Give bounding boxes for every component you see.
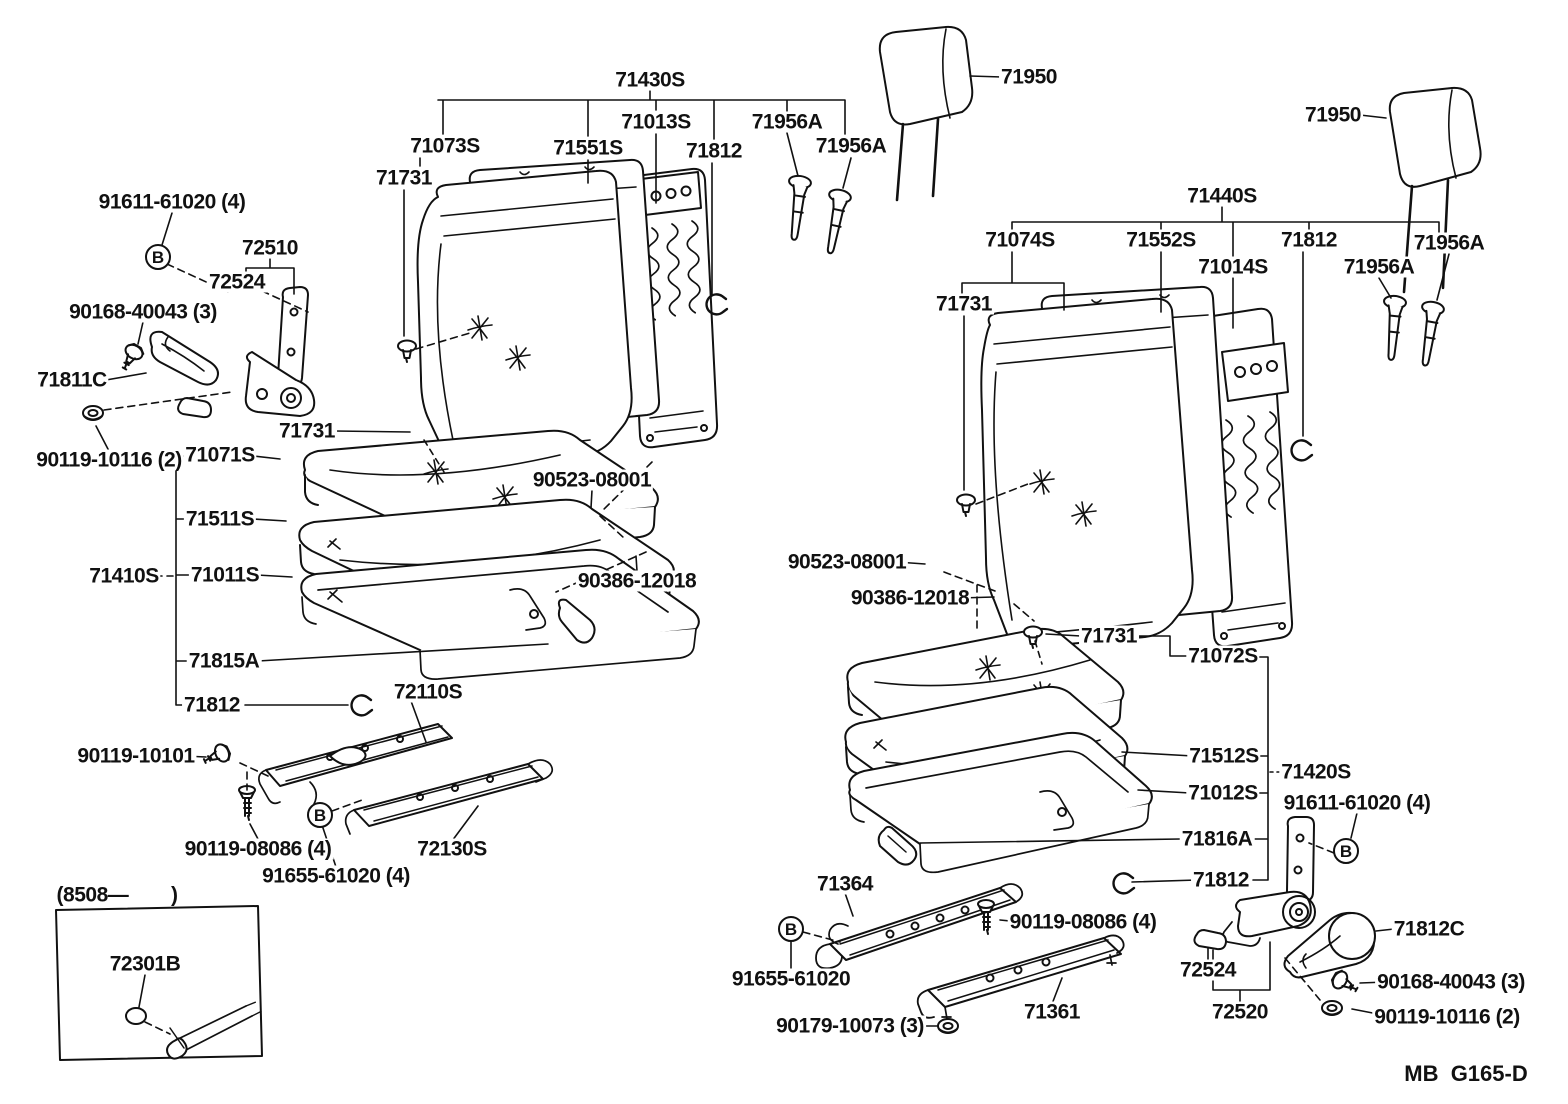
note-box-8508	[56, 906, 262, 1060]
bolt-90119-10101-left	[199, 740, 234, 771]
bolt-90168-right	[1328, 967, 1362, 999]
callout-left-71956a-upper: 71956A	[749, 110, 825, 134]
rail-lower-72130s-left	[346, 760, 553, 834]
callout-left-90119-08086: 90119-08086 (4)	[182, 837, 334, 861]
callout-left-91611: 91611-61020 (4)	[96, 190, 248, 214]
callout-left-72510: 72510	[240, 236, 300, 260]
figure-code: MB G165-D	[1402, 1061, 1530, 1086]
circled-b-icon: B	[1340, 842, 1352, 861]
callout-left-90119-10101: 90119-10101	[75, 744, 197, 768]
recliner-right	[1194, 817, 1315, 949]
callout-left-71011s: 71011S	[188, 563, 262, 587]
callout-right-71072s: 71072S	[1186, 644, 1260, 668]
recliner-left	[178, 287, 314, 417]
screw-90119-08086-right	[977, 899, 995, 935]
callout-left-71073s: 71073S	[408, 134, 482, 158]
circled-b-icon: B	[785, 920, 797, 939]
callout-right-71012s: 71012S	[1186, 781, 1260, 805]
headrest-guide-right-pair	[1376, 293, 1446, 369]
callout-left-72524: 72524	[207, 270, 267, 294]
bolt-90168-left	[115, 340, 147, 374]
headrest-guide-left-pair	[780, 173, 854, 257]
callout-right-71731-back: 71731	[934, 292, 994, 316]
shield-71816a-right	[879, 827, 917, 865]
callout-72301b: 72301B	[107, 952, 183, 976]
callout-right-71014s: 71014S	[1196, 255, 1270, 279]
callout-right-71950: 71950	[1303, 103, 1363, 127]
nut-90179-right	[937, 1018, 959, 1034]
callout-right-71552s: 71552S	[1124, 228, 1198, 252]
callout-left-71812-clip: 71812	[182, 693, 242, 717]
screw-90119-10116-right	[1321, 1000, 1343, 1016]
callout-left-90119-10116: 90119-10116 (2)	[34, 448, 184, 472]
callout-right-90119-08086: 90119-08086 (4)	[1007, 910, 1159, 934]
shield-71815a-left	[559, 600, 595, 643]
seatback-cushion-left	[418, 171, 632, 466]
callout-right-90523: 90523-08001	[785, 550, 909, 574]
callout-right-71812-clip: 71812	[1191, 868, 1251, 892]
callout-left-71430s: 71430S	[613, 68, 687, 92]
callout-left-71811c: 71811C	[35, 368, 109, 392]
nut-90119-10116-left	[82, 405, 104, 421]
callout-right-71361: 71361	[1022, 1000, 1082, 1024]
callout-left-71551s: 71551S	[551, 136, 625, 160]
circled-b-icon: B	[152, 248, 164, 267]
callout-right-90386: 90386-12018	[848, 586, 972, 610]
callout-right-71074s: 71074S	[983, 228, 1057, 252]
callout-left-71812-top: 71812	[684, 139, 744, 163]
callout-right-72524: 72524	[1178, 958, 1238, 982]
callout-left-71815a: 71815A	[186, 649, 262, 673]
seatback-cushion-right	[981, 299, 1192, 648]
callout-right-71440s: 71440S	[1185, 184, 1259, 208]
circled-b-icon: B	[314, 806, 326, 825]
callout-right-90119-10116: 90119-10116 (2)	[1372, 1005, 1522, 1029]
rail-upper-72110s-left	[259, 724, 452, 816]
screw-71731-back-right	[956, 493, 976, 517]
callout-right-71816a: 71816A	[1179, 827, 1255, 851]
callout-right-71364: 71364	[815, 872, 875, 896]
callout-right-71812c: 71812C	[1391, 917, 1467, 941]
screw-90119-08086-left	[238, 785, 256, 821]
callout-left-91655: 91655-61020 (4)	[260, 864, 412, 888]
callout-right-91611: 91611-61020 (4)	[1281, 791, 1433, 815]
callout-left-71731-back: 71731	[374, 166, 434, 190]
callout-left-72130s: 72130S	[415, 837, 489, 861]
callout-right-90168: 90168-40043 (3)	[1375, 970, 1527, 994]
callout-right-71812-top: 71812	[1279, 228, 1339, 252]
callout-right-71512s: 71512S	[1187, 744, 1261, 768]
callout-right-71420s: 71420S	[1279, 760, 1353, 784]
callout-left-71950: 71950	[999, 65, 1059, 89]
clip-71812-cushion-left	[350, 694, 374, 717]
callout-left-72110s: 72110S	[391, 680, 465, 704]
note-range-label: (8508— )	[54, 883, 180, 907]
callout-right-72520: 72520	[1210, 1000, 1270, 1024]
callout-right-90179: 90179-10073 (3)	[774, 1014, 926, 1038]
callout-right-91655: 91655-61020	[729, 967, 853, 991]
clip-71812-back-right	[1290, 439, 1314, 462]
callout-right-71956a-outer: 71956A	[1411, 231, 1487, 255]
callout-left-71410s: 71410S	[87, 564, 161, 588]
callout-left-71731-cushion: 71731	[277, 419, 337, 443]
callout-left-71013s: 71013S	[619, 110, 693, 134]
clip-71812-cushion-right	[1112, 872, 1136, 895]
callout-left-90168: 90168-40043 (3)	[67, 300, 219, 324]
grommet-72301b	[126, 1008, 146, 1024]
callout-right-71731-cushion: 71731	[1079, 624, 1139, 648]
callout-left-71071s: 71071S	[183, 443, 257, 467]
fastener-symbols: B B B B	[146, 245, 1358, 941]
rail-lower-71361-right	[918, 935, 1124, 1019]
cushion-frame-71012s-right	[849, 733, 1152, 872]
callout-left-71511s: 71511S	[183, 507, 257, 531]
callout-left-71956a-lower: 71956A	[813, 134, 889, 158]
recliner-cover-71811c-left	[150, 332, 218, 385]
headrest-left	[880, 27, 972, 200]
callout-right-71956a-inner: 71956A	[1341, 255, 1417, 279]
callout-left-90386: 90386-12018	[575, 569, 699, 593]
recliner-cover-71812c-right	[1284, 913, 1375, 978]
screw-71731-back-left	[397, 339, 417, 363]
callout-left-90523: 90523-08001	[530, 468, 654, 492]
